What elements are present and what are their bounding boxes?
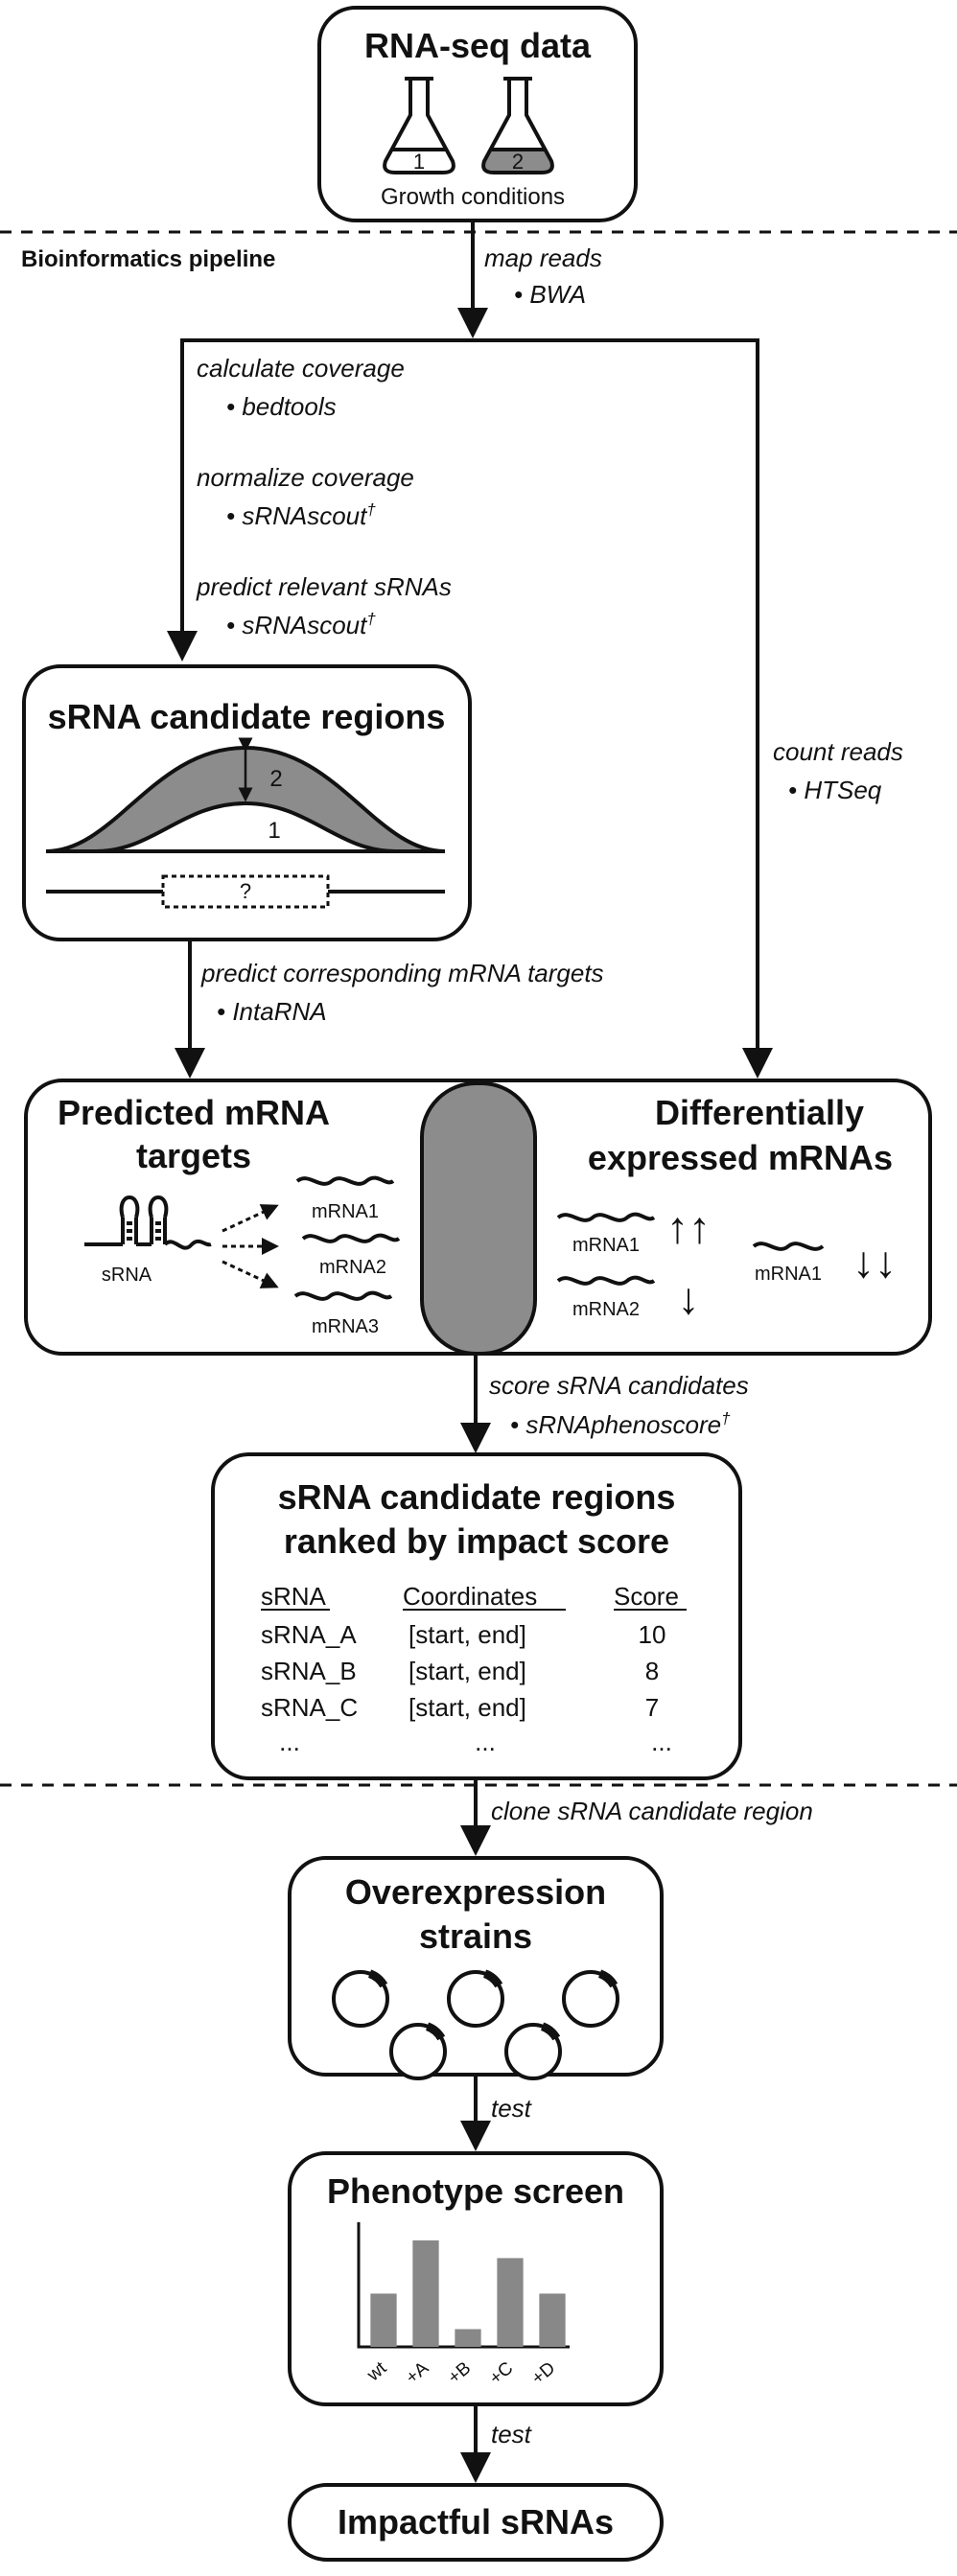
predict-label: predict relevant sRNAs [196,572,452,601]
up-mrna-wave-2 [556,1275,656,1286]
clone-label: clone sRNA candidate region [491,1797,813,1825]
integration-capsule [420,1081,537,1356]
predicted-title-2: targets [136,1136,251,1175]
dotted-arrow-1 [222,1204,279,1233]
header-srna: sRNA [261,1582,327,1611]
ranked-title-1: sRNA candidate regions [278,1477,676,1517]
plasmid-icon [447,1969,504,2028]
plasmid-icon [389,2022,447,2080]
targets-expression-box: Predicted mRNA targets sRNA mRNA1 mRNA2 … [24,1079,932,1356]
rnaseq-box: RNA-seq data 1 2 Growth conditions [317,6,638,222]
svg-text:7: 7 [645,1693,659,1722]
candidate-regions-box: sRNA candidate regions 2 1 ? [22,664,472,941]
normalize-label: normalize coverage [197,463,414,492]
svg-text:sRNA_A: sRNA_A [261,1620,357,1649]
predicted-title-1: Predicted mRNA [58,1093,330,1132]
targets-label: predict corresponding mRNA targets [200,959,604,987]
down-mrna1: mRNA1 [755,1264,822,1285]
table-row: sRNA_C [start, end] 7 [261,1693,659,1722]
up-mrna-wave-1 [556,1212,656,1222]
svg-text:[start, end]: [start, end] [408,1657,526,1685]
mrna-wave-3 [293,1290,393,1301]
rnaseq-title: RNA-seq data [364,26,592,65]
test-label-1: test [491,2094,533,2123]
bar-+B [455,2329,481,2347]
up-arrows-icon: ↑↑ [666,1202,711,1252]
mrna-wave-2 [301,1233,401,1243]
differential-title-2: expressed mRNAs [588,1138,893,1177]
flask-icon-2: 2 [481,77,554,174]
mrna-wave-1 [295,1175,395,1186]
overexpression-box: Overexpression strains [288,1856,664,2080]
svg-text:sRNA_B: sRNA_B [261,1657,357,1685]
plasmid-icon [332,1969,389,2028]
coverage-tool: • bedtools [226,392,337,421]
candidates-title: sRNA candidate regions [48,697,446,736]
overexpression-title-2: strains [419,1916,532,1956]
svg-text:...: ... [279,1728,300,1756]
bar-+C [497,2258,524,2347]
up-mrna2: mRNA2 [572,1299,640,1320]
srna-hairpin-icon [84,1195,212,1250]
target-mrna1: mRNA1 [312,1201,379,1222]
table-row: sRNA_A [start, end] 10 [261,1620,665,1649]
table-row: ... ... ... [279,1728,672,1756]
pipeline-label: Bioinformatics pipeline [21,246,275,272]
coverage-label: calculate coverage [197,354,405,383]
overexpression-title-1: Overexpression [345,1872,606,1912]
down-arrows-icon: ↓↓ [852,1237,897,1287]
svg-text:2: 2 [269,766,282,792]
header-coordinates: Coordinates [403,1582,537,1611]
svg-text:sRNA_C: sRNA_C [261,1693,358,1722]
bar-wt [370,2293,397,2347]
impactful-title: Impactful sRNAs [338,2502,614,2541]
ranked-box: sRNA candidate regions ranked by impact … [211,1452,742,1780]
svg-text:[start, end]: [start, end] [408,1693,526,1722]
svg-text:?: ? [240,879,251,903]
svg-text:10: 10 [639,1620,666,1649]
coverage-peak-1 [95,801,396,853]
bar-+A [412,2239,439,2347]
differential-title-1: Differentially [655,1093,864,1132]
svg-text:...: ... [475,1728,496,1756]
impactful-box: Impactful sRNAs [288,2483,664,2562]
unknown-region [161,874,330,909]
down-mrna-wave-1 [752,1242,825,1251]
svg-text:[start, end]: [start, end] [408,1620,526,1649]
svg-text:...: ... [651,1728,672,1756]
plasmid-icon [562,1969,619,2028]
map-reads-label: map reads [484,244,602,272]
targets-tool: • IntaRNA [217,997,327,1026]
score-tool: • sRNAphenoscore† [510,1409,731,1439]
phenotype-box: Phenotype screen wt+A+B+C+D [288,2151,664,2406]
score-label: score sRNA candidates [489,1371,749,1400]
header-score: Score [614,1582,679,1611]
normalize-tool: • sRNAscout† [226,500,376,530]
down-arrow-icon: ↓ [678,1273,700,1323]
svg-text:8: 8 [645,1657,659,1685]
ranked-title-2: ranked by impact score [284,1521,669,1561]
count-tool: • HTSeq [788,776,882,804]
svg-text:1: 1 [268,818,280,844]
srna-label: sRNA [102,1265,152,1286]
up-mrna1: mRNA1 [572,1235,640,1256]
flask-icon-1: 1 [383,77,455,174]
map-reads-tool: • BWA [514,280,586,309]
phenotype-title: Phenotype screen [327,2171,624,2211]
svg-text:2: 2 [512,150,524,174]
test-label-2: test [491,2420,533,2448]
target-mrna2: mRNA2 [319,1257,386,1278]
count-label: count reads [773,737,903,766]
bar-+D [539,2293,566,2347]
predict-tool: • sRNAscout† [226,610,376,639]
table-row: sRNA_B [start, end] 8 [261,1657,659,1685]
target-mrna3: mRNA3 [312,1316,379,1337]
svg-text:1: 1 [413,150,425,174]
plasmid-icon [504,2022,562,2080]
dotted-arrow-3 [222,1260,279,1288]
rnaseq-subtitle: Growth conditions [381,184,565,210]
